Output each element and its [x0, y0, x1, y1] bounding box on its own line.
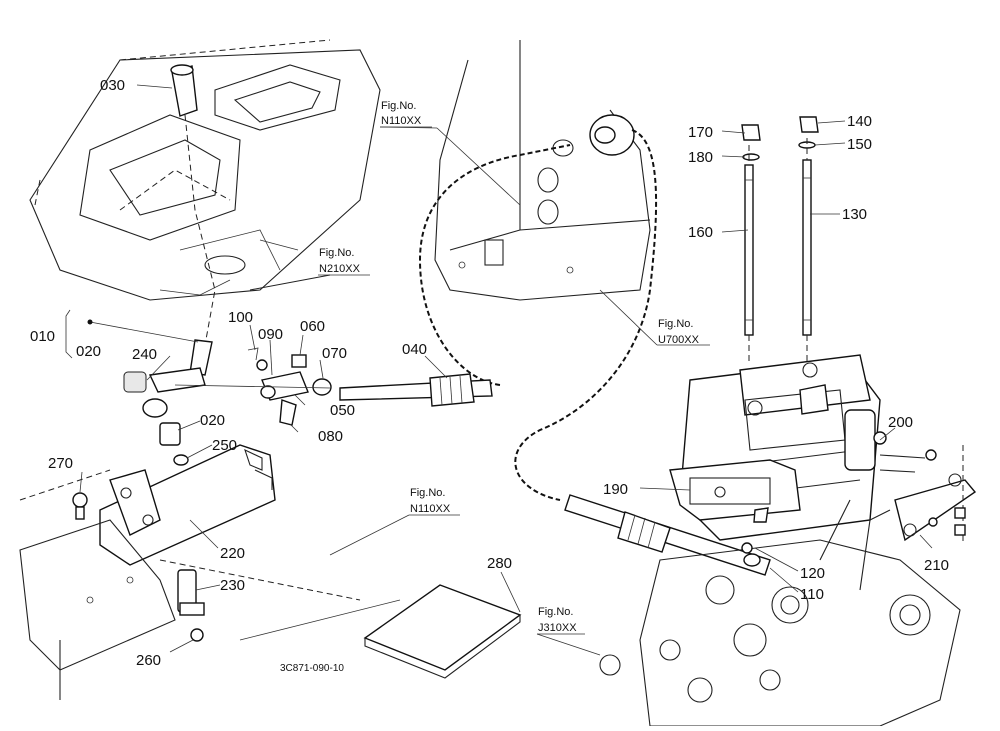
fig-ref-n110-top-label: Fig.No. [381, 100, 416, 112]
part-label-240: 240 [132, 346, 157, 363]
drawing-code: 3C871-090-10 [280, 663, 344, 674]
frame-panel [434, 40, 651, 301]
part-label-260: 260 [136, 652, 161, 669]
part-label-130: 130 [842, 206, 867, 223]
part-label-030: 030 [100, 77, 125, 94]
part-label-250: 250 [212, 437, 237, 454]
fig-ref-n110-mid-code: N110XX [410, 503, 451, 515]
shift-knob [170, 64, 216, 346]
part-label-150: 150 [847, 136, 872, 153]
fig-ref-n110-top-code: N110XX [381, 115, 422, 127]
transmission-case [599, 499, 961, 727]
small-fasteners [741, 507, 966, 567]
fig-ref-u700-code: U700XX [658, 334, 700, 346]
part-label-060: 060 [300, 318, 325, 335]
part-label-160: 160 [688, 224, 713, 241]
part-label-140: 140 [847, 113, 872, 130]
part-label-020-a: 020 [76, 343, 101, 360]
part-label-020-b: 020 [200, 412, 225, 429]
part-label-220: 220 [220, 545, 245, 562]
part-label-210: 210 [924, 557, 949, 574]
part-labels: 030 010 020 240 020 250 270 220 230 260 … [30, 77, 949, 669]
fig-ref-n210-code: N210XX [319, 263, 361, 275]
valve-bracket [669, 459, 801, 521]
control-cable [339, 129, 658, 501]
part-label-280: 280 [487, 555, 512, 572]
part-label-200: 200 [888, 414, 913, 431]
part-label-170: 170 [688, 124, 713, 141]
part-label-110: 110 [800, 586, 824, 603]
owner-manual [363, 584, 522, 679]
part-label-070: 070 [322, 345, 347, 362]
part-label-080: 080 [318, 428, 343, 445]
support-pin [72, 492, 205, 642]
lower-frame [19, 469, 401, 700]
part-label-120: 120 [800, 565, 825, 582]
part-label-270: 270 [48, 455, 73, 472]
part-label-010: 010 [30, 328, 55, 345]
fig-ref-n210-label: Fig.No. [319, 247, 354, 259]
fig-ref-j310-code: J310XX [538, 622, 577, 634]
fig-ref-u700-label: Fig.No. [658, 318, 693, 330]
figure-references: Fig.No. N110XX Fig.No. N210XX Fig.No. U7… [319, 100, 700, 634]
cable-ball-joint [589, 114, 635, 156]
part-label-190: 190 [603, 481, 628, 498]
part-label-100: 100 [228, 309, 253, 326]
bracket [99, 444, 276, 566]
shift-linkage [123, 339, 332, 466]
cable-lower-end [564, 494, 771, 576]
part-label-050: 050 [330, 402, 355, 419]
console-housing [29, 39, 381, 301]
part-label-090: 090 [258, 326, 283, 343]
part-label-040: 040 [402, 341, 427, 358]
tie-rods [741, 116, 819, 365]
part-label-180: 180 [688, 149, 713, 166]
fig-ref-j310-label: Fig.No. [538, 606, 573, 618]
fig-ref-n110-mid-label: Fig.No. [410, 487, 445, 499]
leader-lines [65, 84, 933, 656]
part-label-230: 230 [220, 577, 245, 594]
